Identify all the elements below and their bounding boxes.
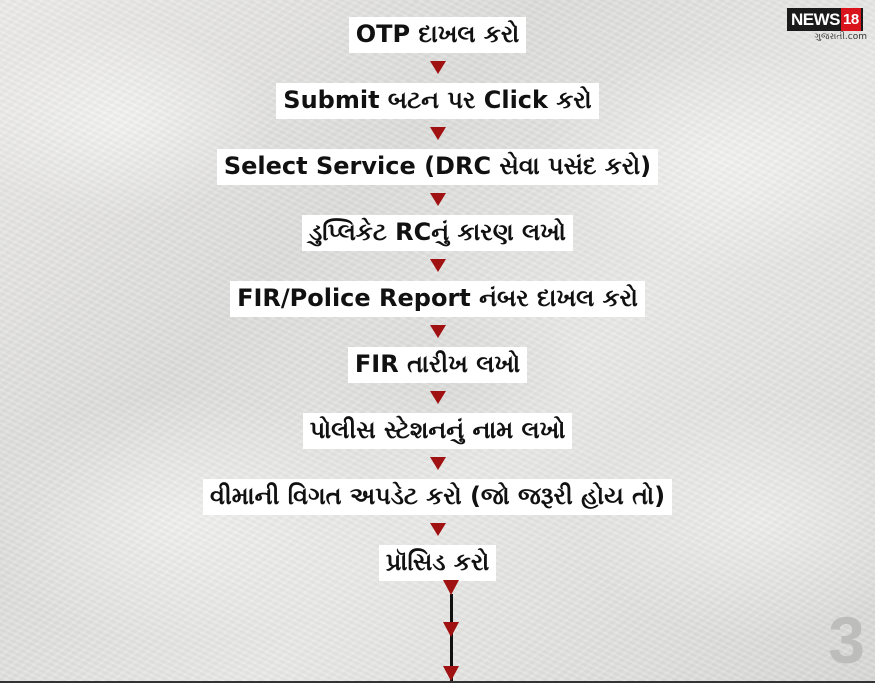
- down-arrow-icon: [429, 391, 446, 404]
- step-duplicate-reason: ડુપ્લિકેટ RCનું કારણ લખો: [302, 215, 573, 251]
- down-arrow-icon: [429, 193, 446, 206]
- down-arrow-icon: [443, 622, 459, 637]
- logo-subtitle: ગુજરાતી.com: [814, 32, 867, 42]
- step-fir-number: FIR/Police Report નંબર દાખલ કરો: [230, 281, 645, 317]
- logo-text: NEWS: [791, 9, 841, 29]
- step-select-service: Select Service (DRC સેવા પસંદ કરો): [216, 149, 659, 185]
- down-arrow-icon: [429, 61, 446, 74]
- down-arrow-icon: [429, 127, 446, 140]
- down-arrow-icon: [429, 259, 446, 272]
- page-number: 3: [828, 603, 865, 677]
- down-arrow-icon: [443, 666, 459, 681]
- step-insurance-update: વીમાની વિગત અપડેટ કરો (જો જરૂરી હોય તો): [202, 479, 673, 515]
- logo-number: 18: [841, 8, 861, 31]
- down-arrow-icon: [429, 457, 446, 470]
- down-arrow-icon: [429, 325, 446, 338]
- continuation-connector: [0, 580, 875, 683]
- flowchart: OTP દાખલ કરો Submit બટન પર Click કરો Sel…: [0, 17, 875, 581]
- step-enter-otp: OTP દાખલ કરો: [348, 17, 527, 53]
- step-proceed: પ્રૉસિડ કરો: [378, 545, 497, 581]
- down-arrow-icon: [443, 580, 459, 595]
- down-arrow-icon: [429, 523, 446, 536]
- connector-line: [450, 594, 453, 683]
- news18-logo: NEWS 18 ગુજરાતી.com: [787, 8, 867, 48]
- step-click-submit: Submit બટન પર Click કરો: [276, 83, 599, 119]
- step-police-station: પોલીસ સ્ટેશનનું નામ લખો: [302, 413, 573, 449]
- step-fir-date: FIR તારીખ લખો: [347, 347, 528, 383]
